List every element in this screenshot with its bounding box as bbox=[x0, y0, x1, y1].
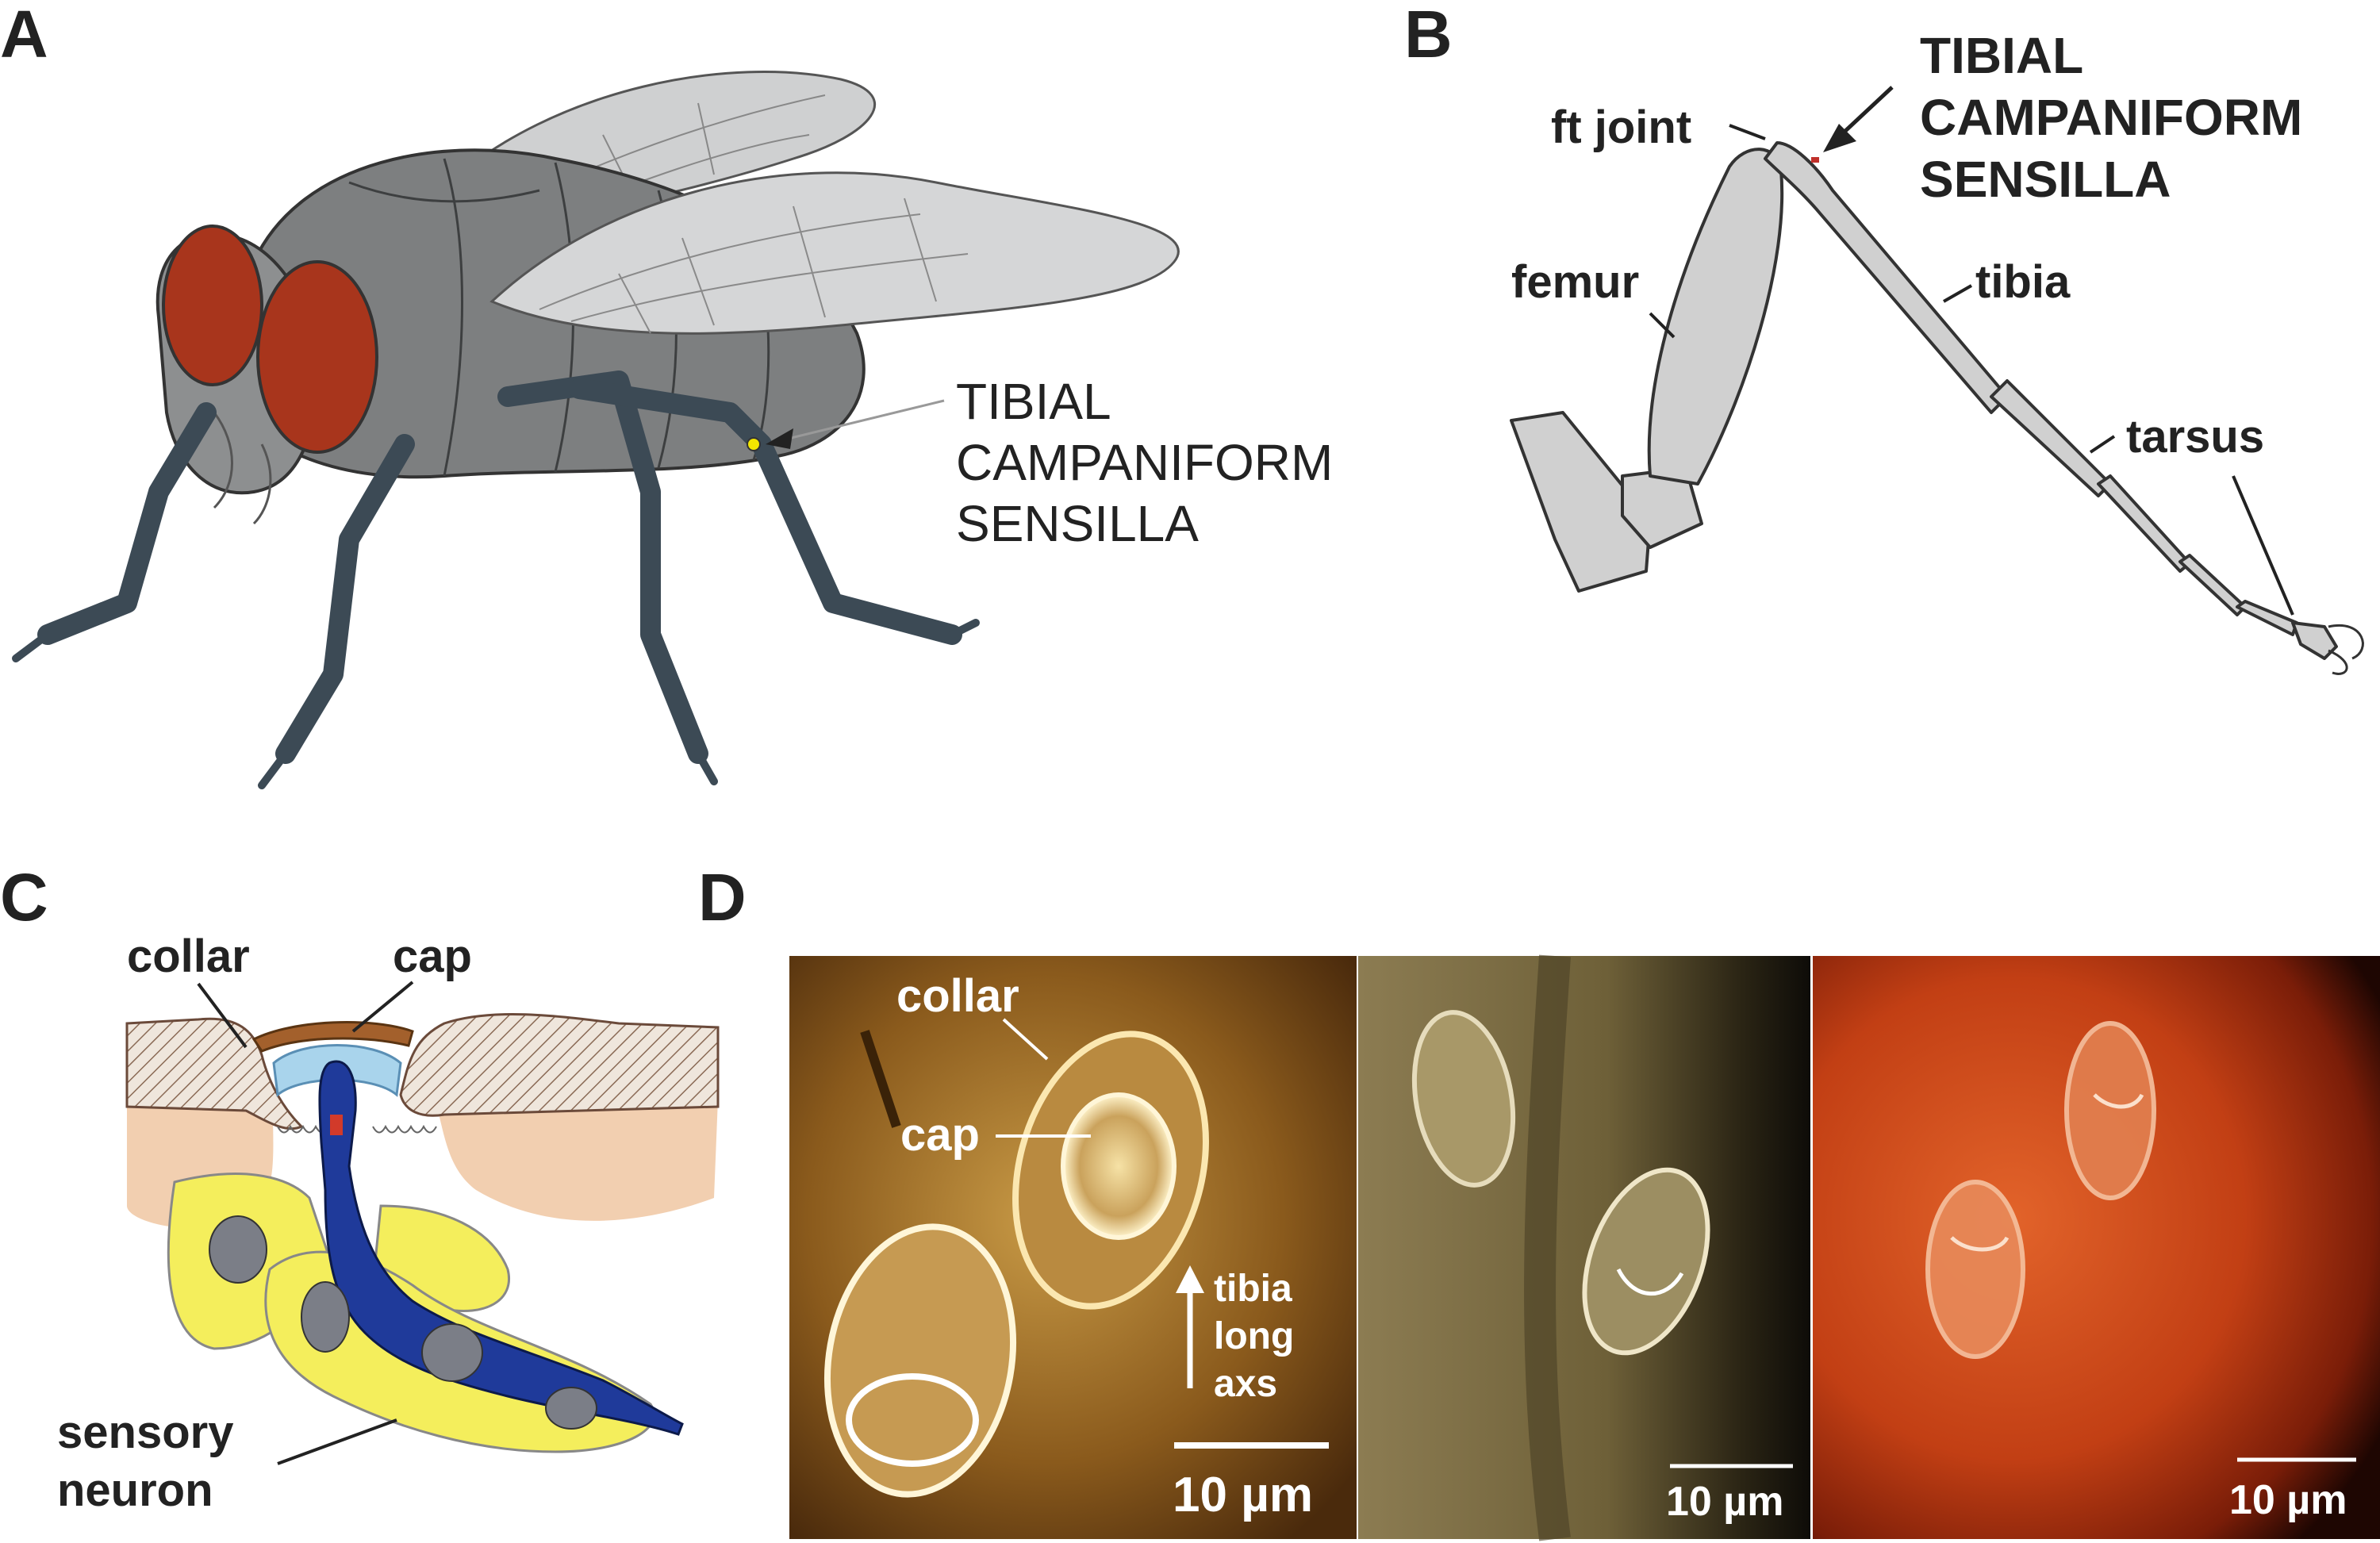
sensilla-dot bbox=[747, 437, 761, 451]
svg-text:TIBIAL: TIBIAL bbox=[1920, 27, 2083, 84]
micrograph-2-labels: 10 µm bbox=[1666, 1464, 1793, 1525]
svg-text:SENSILLA: SENSILLA bbox=[1920, 151, 2171, 208]
micrograph-3 bbox=[1813, 956, 2380, 1539]
panel-label-d: D bbox=[698, 860, 747, 935]
svg-text:long: long bbox=[1214, 1315, 1294, 1357]
micrograph-2 bbox=[1358, 954, 1810, 1541]
claws bbox=[2328, 624, 2364, 675]
svg-text:tarsus: tarsus bbox=[2126, 411, 2264, 463]
leg-illustration bbox=[1510, 141, 2338, 660]
micrograph-1-labels: collar cap tibia long axs 10 µm bbox=[896, 970, 1329, 1522]
svg-text:10 µm: 10 µm bbox=[1666, 1479, 1783, 1525]
svg-text:ft joint: ft joint bbox=[1551, 102, 1691, 153]
svg-text:CAMPANIFORM: CAMPANIFORM bbox=[956, 434, 1333, 491]
svg-text:collar: collar bbox=[896, 970, 1019, 1022]
panel-label-c: C bbox=[0, 860, 48, 935]
svg-text:TIBIAL: TIBIAL bbox=[956, 373, 1111, 430]
micrograph-1 bbox=[789, 956, 1357, 1539]
svg-text:SENSILLA: SENSILLA bbox=[956, 495, 1199, 552]
svg-text:cap: cap bbox=[393, 931, 472, 982]
panel-label-b: B bbox=[1404, 0, 1453, 71]
svg-text:tibia: tibia bbox=[1214, 1268, 1292, 1310]
panel-label-a: A bbox=[0, 0, 48, 71]
fly-illustration bbox=[12, 71, 1180, 789]
micrograph-3-labels: 10 µm bbox=[2229, 1457, 2356, 1523]
svg-text:10 µm: 10 µm bbox=[2229, 1477, 2347, 1523]
sensilla-mark bbox=[1811, 157, 1819, 163]
panel-b-labels: TIBIAL CAMPANIFORM SENSILLA ft joint fem… bbox=[1511, 27, 2302, 616]
svg-text:cap: cap bbox=[900, 1109, 980, 1161]
svg-text:axs: axs bbox=[1214, 1363, 1277, 1405]
svg-text:neuron: neuron bbox=[57, 1464, 213, 1516]
svg-text:femur: femur bbox=[1511, 256, 1639, 308]
svg-text:tibia: tibia bbox=[1975, 256, 2071, 308]
svg-text:10 µm: 10 µm bbox=[1173, 1468, 1313, 1522]
svg-text:CAMPANIFORM: CAMPANIFORM bbox=[1920, 89, 2302, 146]
svg-text:sensory: sensory bbox=[57, 1407, 233, 1458]
panel-c-labels: collar cap sensory neuron bbox=[57, 931, 472, 1516]
panel-a-callout: TIBIAL CAMPANIFORM SENSILLA bbox=[956, 373, 1333, 552]
svg-text:collar: collar bbox=[127, 931, 250, 982]
sensilla-cross-section bbox=[125, 1012, 720, 1453]
